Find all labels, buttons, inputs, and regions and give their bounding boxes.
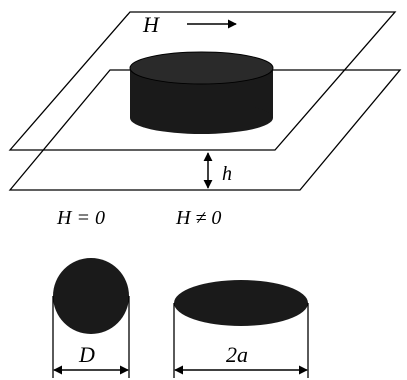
field-label: H [142,12,160,37]
nonzero-field-label: H ≠ 0 [175,207,221,229]
upper-plane [8,11,397,151]
diameter-label: D [78,342,95,367]
circle-shape [53,258,129,334]
ellipse-shape [174,280,308,326]
cylinder-disk [129,51,274,134]
major-axis-label: 2a [226,342,248,367]
gap-label: h [222,163,232,185]
zero-field-label: H = 0 [56,207,105,229]
